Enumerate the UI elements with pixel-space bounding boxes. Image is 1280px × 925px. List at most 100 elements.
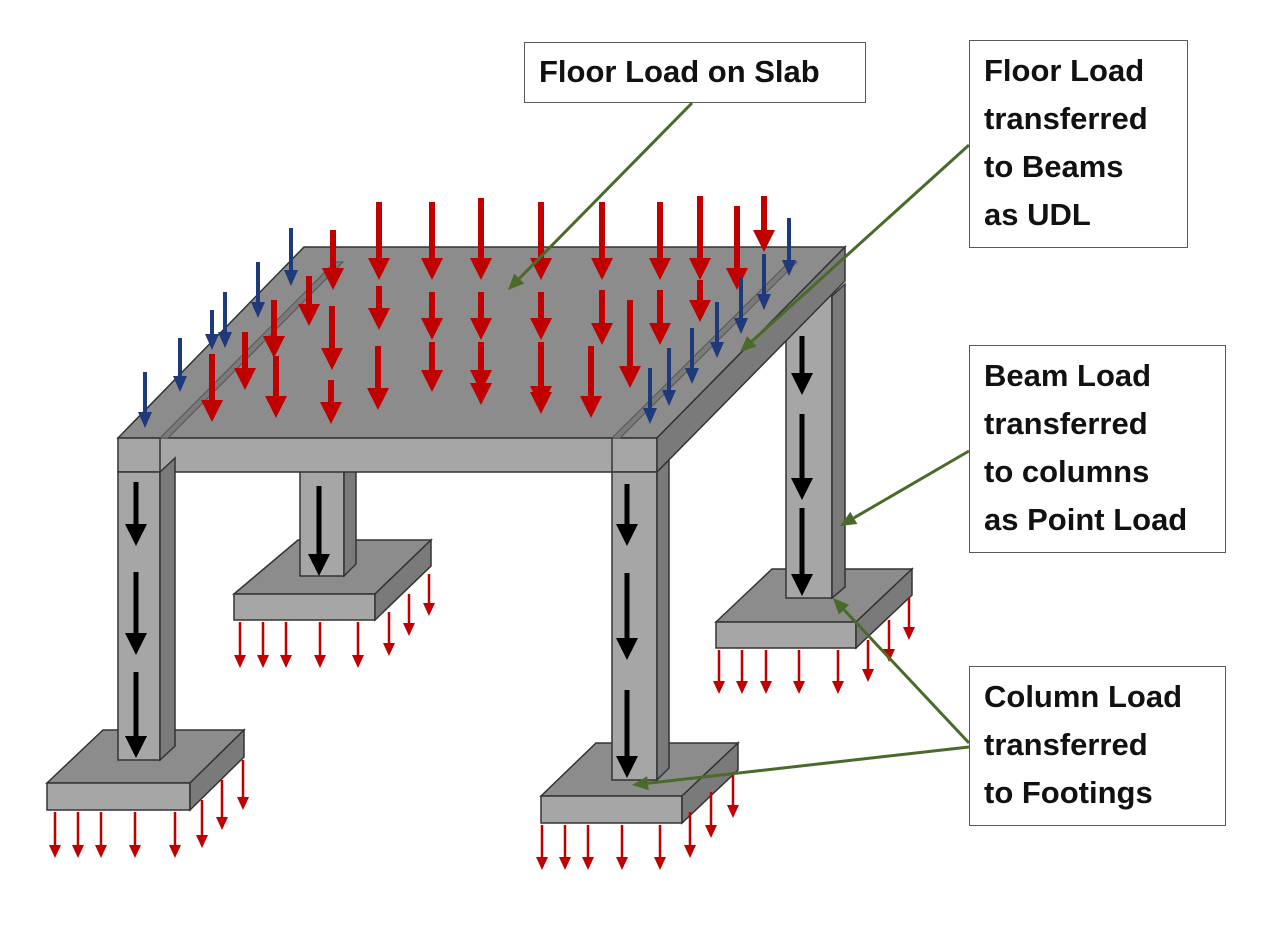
- column-load-arrow: [308, 486, 330, 576]
- column-load-arrow: [791, 414, 813, 500]
- column-load-arrow: [125, 482, 147, 546]
- slab-load-arrow: [298, 276, 320, 326]
- beam-udl-arrows: [138, 218, 796, 428]
- soil-reaction-arrow: [736, 650, 748, 694]
- beam-udl-arrow: [284, 228, 298, 286]
- soil-reaction-arrow: [654, 825, 666, 870]
- beam-udl-arrow: [138, 372, 152, 428]
- slab-load-arrow: [263, 300, 285, 358]
- soil-reaction-arrow: [237, 760, 249, 810]
- slab-load-arrow: [322, 230, 344, 290]
- soil-reaction-arrow: [559, 825, 571, 870]
- callout-text-line: transferred: [984, 101, 1148, 136]
- callout-text-line: Floor Load on Slab: [539, 54, 820, 89]
- leader-arrow: [632, 745, 970, 791]
- slab-load-arrow: [234, 332, 256, 390]
- beam-udl-arrow: [710, 302, 724, 358]
- slab-load-arrow: [421, 202, 443, 280]
- callout-text-line: transferred: [984, 406, 1148, 441]
- beam-udl-arrow: [643, 368, 657, 424]
- column-load-arrow: [616, 690, 638, 778]
- soil-reaction-arrow: [257, 622, 269, 668]
- slab-load-arrow: [689, 196, 711, 280]
- callout-load-to-footings: Column Load transferred to Footings: [969, 666, 1226, 826]
- soil-reaction-arrow: [727, 772, 739, 818]
- slab-load-arrow: [530, 292, 552, 340]
- soil-reaction-arrow: [536, 825, 548, 870]
- slab-load-arrow: [689, 280, 711, 322]
- slab-load-arrow: [726, 206, 748, 290]
- slab-load-arrow: [368, 286, 390, 330]
- slab-load-arrow: [649, 202, 671, 280]
- soil-reaction-arrow: [352, 622, 364, 668]
- soil-reaction-arrows: [49, 574, 915, 870]
- soil-reaction-arrow: [903, 598, 915, 640]
- callout-floor-load-on-slab: Floor Load on Slab: [524, 42, 866, 103]
- column-front-left: [117, 456, 176, 762]
- soil-reaction-arrow: [49, 812, 61, 858]
- slab-load-arrow: [619, 300, 641, 388]
- callout-text-line: as Point Load: [984, 502, 1188, 537]
- beam-udl-arrow: [251, 262, 265, 318]
- leader-lines: [508, 101, 971, 791]
- soil-reaction-arrow: [169, 812, 181, 858]
- slab-load-arrow: [320, 380, 342, 424]
- soil-reaction-arrow: [72, 812, 84, 858]
- leader-arrow: [740, 143, 971, 352]
- column-load-arrow: [125, 572, 147, 655]
- soil-reaction-arrow: [793, 650, 805, 694]
- beam-udl-arrow: [205, 310, 219, 350]
- callout-text-line: Column Load: [984, 679, 1183, 714]
- slab-load-arrow: [470, 292, 492, 340]
- soil-reaction-arrow: [314, 622, 326, 668]
- leader-arrow: [833, 598, 971, 745]
- soil-reaction-arrow: [832, 650, 844, 694]
- soil-reaction-arrow: [383, 612, 395, 656]
- slab-load-arrows: [201, 196, 775, 424]
- soil-reaction-arrow: [129, 812, 141, 858]
- soil-reaction-arrow: [403, 594, 415, 636]
- column-load-arrows: [125, 336, 813, 778]
- callout-text-line: to Beams: [984, 149, 1124, 184]
- column-load-arrow: [616, 573, 638, 660]
- beam-udl-arrow: [734, 278, 748, 334]
- soil-reaction-arrow: [684, 812, 696, 858]
- beam-udl-arrow: [782, 218, 796, 276]
- slab-load-arrow: [649, 290, 671, 345]
- beam-udl-arrow: [173, 338, 187, 392]
- slab-load-arrow: [201, 354, 223, 422]
- soil-reaction-arrow: [705, 792, 717, 838]
- soil-reaction-arrow: [196, 800, 208, 848]
- slab-load-arrow: [753, 196, 775, 252]
- column-load-arrow: [791, 508, 813, 596]
- beam-udl-arrow: [662, 348, 676, 406]
- beam-udl-arrow: [757, 254, 771, 310]
- soil-reaction-arrow: [280, 622, 292, 668]
- callout-text-line: as UDL: [984, 197, 1091, 232]
- callout-text-line: to columns: [984, 454, 1150, 489]
- soil-reaction-arrow: [423, 574, 435, 616]
- callout-load-to-columns: Beam Load transferred to columns as Poin…: [969, 345, 1226, 553]
- beam-udl-arrow: [218, 292, 232, 348]
- slab-load-arrow: [421, 292, 443, 340]
- column-load-arrow: [125, 672, 147, 758]
- soil-reaction-arrow: [883, 620, 895, 662]
- soil-reaction-arrow: [760, 650, 772, 694]
- soil-reaction-arrow: [713, 650, 725, 694]
- beam-udl-arrow: [685, 328, 699, 384]
- column-load-arrow: [616, 484, 638, 546]
- callout-load-to-beams: Floor Load transferred to Beams as UDL: [969, 40, 1188, 248]
- slab-load-arrow: [265, 356, 287, 418]
- column-front-right: [611, 458, 670, 782]
- slab-load-arrow: [470, 342, 492, 392]
- soil-reaction-arrow: [582, 825, 594, 870]
- slab-load-arrow: [591, 290, 613, 345]
- leader-arrow: [508, 101, 694, 290]
- slab-load-arrow: [321, 306, 343, 370]
- slab-load-arrow: [368, 202, 390, 280]
- slab-load-arrow: [470, 383, 492, 405]
- soil-reaction-arrow: [216, 780, 228, 830]
- soil-reaction-arrow: [616, 825, 628, 870]
- soil-reaction-arrow: [862, 640, 874, 682]
